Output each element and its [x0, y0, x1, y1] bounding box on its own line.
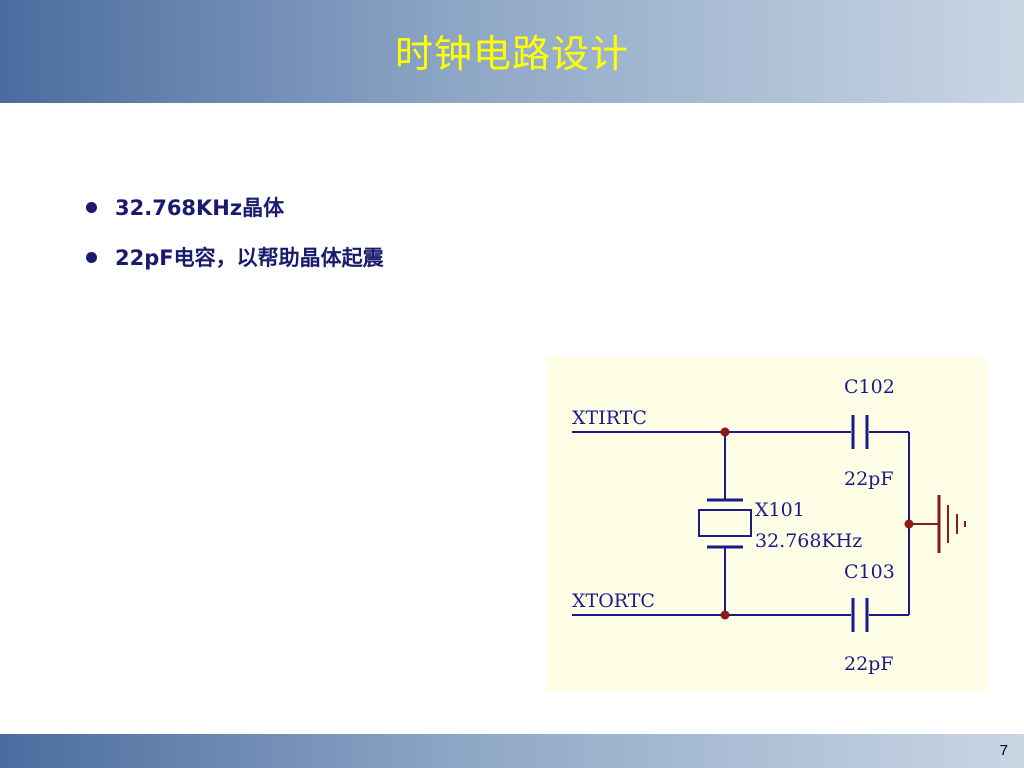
crystal-x101	[698, 498, 752, 549]
footer-bar: 7	[0, 734, 1024, 768]
page-number: 7	[999, 742, 1008, 759]
net-label-xtirtc: XTIRTC	[572, 407, 647, 429]
crystal-value: 32.768KHz	[755, 530, 862, 552]
bullet-list: 32.768KHz晶体 22pF电容，以帮助晶体起震	[86, 182, 384, 282]
bullet-dot-icon	[86, 251, 97, 263]
cap-ref-c103: C103	[844, 561, 895, 583]
junction-dot	[904, 519, 914, 529]
bullet-item: 32.768KHz晶体	[86, 182, 384, 232]
crystal-ref-x101: X101	[755, 499, 805, 521]
junction-dot	[720, 427, 730, 437]
junction-dot	[720, 610, 730, 620]
header-bar: 时钟电路设计	[0, 0, 1024, 103]
schematic-wires	[572, 431, 910, 616]
bullet-item: 22pF电容，以帮助晶体起震	[86, 232, 384, 282]
cap-value-c102: 22pF	[844, 468, 894, 490]
capacitor-c102	[851, 415, 869, 449]
cap-value-c103: 22pF	[844, 653, 894, 675]
bullet-text: 32.768KHz晶体	[115, 196, 285, 220]
capacitor-c103	[851, 598, 869, 632]
cap-ref-c102: C102	[844, 376, 895, 398]
bullet-text: 22pF电容，以帮助晶体起震	[115, 246, 384, 270]
schematic-drawing: XTIRTC XTORTC C102 22pF C103 22pF X101 3…	[572, 376, 966, 675]
clock-circuit-schematic: XTIRTC XTORTC C102 22pF C103 22pF X101 3…	[547, 357, 987, 691]
bullet-dot-icon	[86, 201, 97, 213]
junction-dots	[720, 427, 914, 620]
ground-icon	[909, 495, 966, 553]
net-label-xtortc: XTORTC	[572, 590, 655, 612]
slide-title: 时钟电路设计	[394, 32, 629, 76]
